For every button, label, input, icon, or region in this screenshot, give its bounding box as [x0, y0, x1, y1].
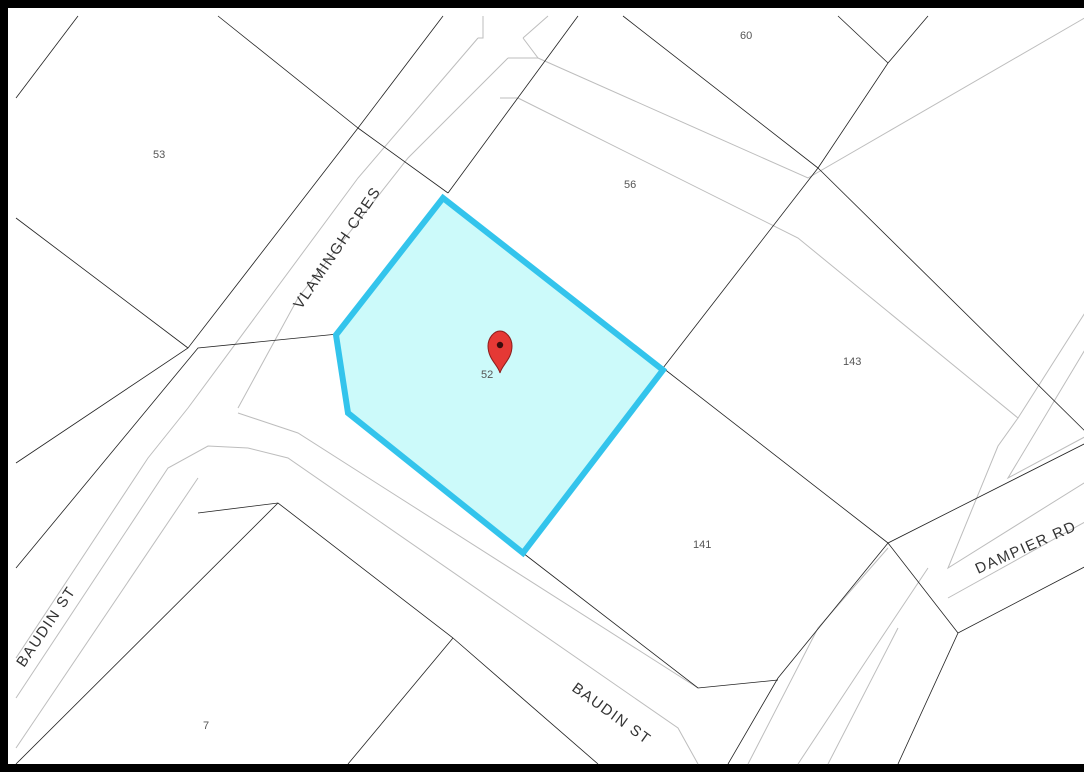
road-edge [537, 17, 1084, 179]
road-edge [797, 567, 929, 765]
road-edge [946, 417, 1084, 570]
parcel-boundary [897, 632, 959, 765]
street-label-baudin-st-south: BAUDIN ST [569, 679, 655, 748]
parcel-boundary [817, 167, 1084, 431]
map-pin-icon[interactable] [487, 330, 513, 374]
parcel-boundary [197, 502, 599, 765]
road-lines [15, 15, 1084, 765]
parcel-boundary [15, 15, 79, 99]
lot-label-56: 56 [624, 179, 636, 191]
parcel-boundary [15, 333, 339, 569]
road-edge [827, 627, 899, 765]
lot-label-143: 143 [843, 356, 861, 368]
road-edge [947, 521, 1084, 599]
lot-label-52: 52 [481, 369, 493, 381]
map-pin-dot [496, 341, 504, 349]
map-canvas[interactable]: 53 56 60 52 143 141 7 VLAMINGH CRES BAUD… [8, 8, 1084, 772]
street-label-dampier-rd: DAMPIER RD [973, 518, 1080, 578]
parcel-boundary [837, 15, 889, 64]
parcel-boundary [622, 15, 929, 169]
road-edge [1006, 350, 1084, 480]
road-edge [237, 57, 509, 409]
road-edge [517, 97, 1084, 419]
road-edge [15, 37, 479, 659]
parcel-lines [15, 15, 1084, 765]
lot-label-53: 53 [153, 149, 165, 161]
street-label-baudin-st-west: BAUDIN ST [13, 583, 79, 670]
parcel-boundary [347, 637, 454, 765]
parcel-boundary [522, 552, 779, 689]
parcel-boundary [662, 167, 819, 369]
parcel-boundary [447, 15, 579, 194]
parcel-boundary [15, 15, 444, 464]
lot-label-60: 60 [740, 30, 752, 42]
lot-label-7: 7 [203, 720, 209, 732]
road-edge [15, 445, 249, 699]
parcel-boundary [15, 217, 189, 349]
parcel-boundary [662, 367, 1084, 544]
road-edge [478, 16, 484, 39]
road-edge [237, 412, 699, 689]
road-edge [15, 477, 199, 749]
lot-label-141: 141 [693, 539, 711, 551]
parcel-boundary [727, 542, 889, 765]
road-edge [522, 15, 549, 39]
parcel-boundary [217, 15, 449, 194]
road-edge [747, 547, 889, 765]
selected-parcel-52[interactable] [332, 193, 668, 558]
map-pin-body [487, 330, 513, 374]
parcel-boundary [15, 502, 279, 765]
road-edge [508, 37, 539, 59]
road-edge [247, 447, 699, 765]
